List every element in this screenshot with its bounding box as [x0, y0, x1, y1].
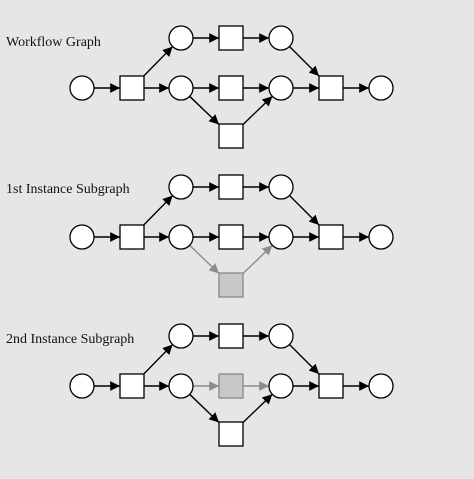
arc	[189, 393, 220, 423]
transition-node	[318, 373, 344, 399]
place-node	[268, 25, 294, 51]
transition-node	[218, 25, 244, 51]
place-node	[69, 75, 95, 101]
transition-node	[218, 174, 244, 200]
place-node	[368, 75, 394, 101]
place-node	[168, 25, 194, 51]
place-node	[168, 174, 194, 200]
panel-title: 2nd Instance Subgraph	[6, 332, 134, 347]
arc	[189, 95, 220, 125]
transition-node	[119, 75, 145, 101]
place-node	[69, 224, 95, 250]
arc	[143, 344, 174, 375]
place-node	[268, 224, 294, 250]
place-node	[268, 75, 294, 101]
arc	[242, 95, 273, 125]
panel-title: Workflow Graph	[6, 35, 101, 50]
place-node	[168, 224, 194, 250]
arc	[143, 46, 174, 77]
panel-first-instance-subgraph: 1st Instance Subgraph	[6, 174, 394, 298]
arc	[242, 393, 273, 423]
place-node	[368, 224, 394, 250]
place-node	[69, 373, 95, 399]
place-node	[168, 323, 194, 349]
transition-node	[218, 75, 244, 101]
transition-node	[318, 224, 344, 250]
panel-workflow-graph: Workflow Graph	[6, 25, 394, 149]
inactive-transition-node	[218, 272, 244, 298]
transition-node	[318, 75, 344, 101]
arc	[288, 194, 320, 226]
inactive-arc	[242, 244, 273, 274]
arc	[288, 45, 320, 77]
transition-node	[218, 323, 244, 349]
panel-title: 1st Instance Subgraph	[6, 182, 130, 197]
place-node	[168, 75, 194, 101]
transition-node	[119, 373, 145, 399]
place-node	[368, 373, 394, 399]
panel-second-instance-subgraph: 2nd Instance Subgraph	[6, 323, 394, 447]
transition-node	[218, 224, 244, 250]
place-node	[268, 174, 294, 200]
arc	[288, 343, 320, 375]
place-node	[268, 323, 294, 349]
place-node	[268, 373, 294, 399]
transition-node	[119, 224, 145, 250]
arc	[143, 195, 174, 226]
inactive-arc	[189, 244, 220, 274]
transition-node	[218, 123, 244, 149]
inactive-transition-node	[218, 373, 244, 399]
place-node	[168, 373, 194, 399]
transition-node	[218, 421, 244, 447]
